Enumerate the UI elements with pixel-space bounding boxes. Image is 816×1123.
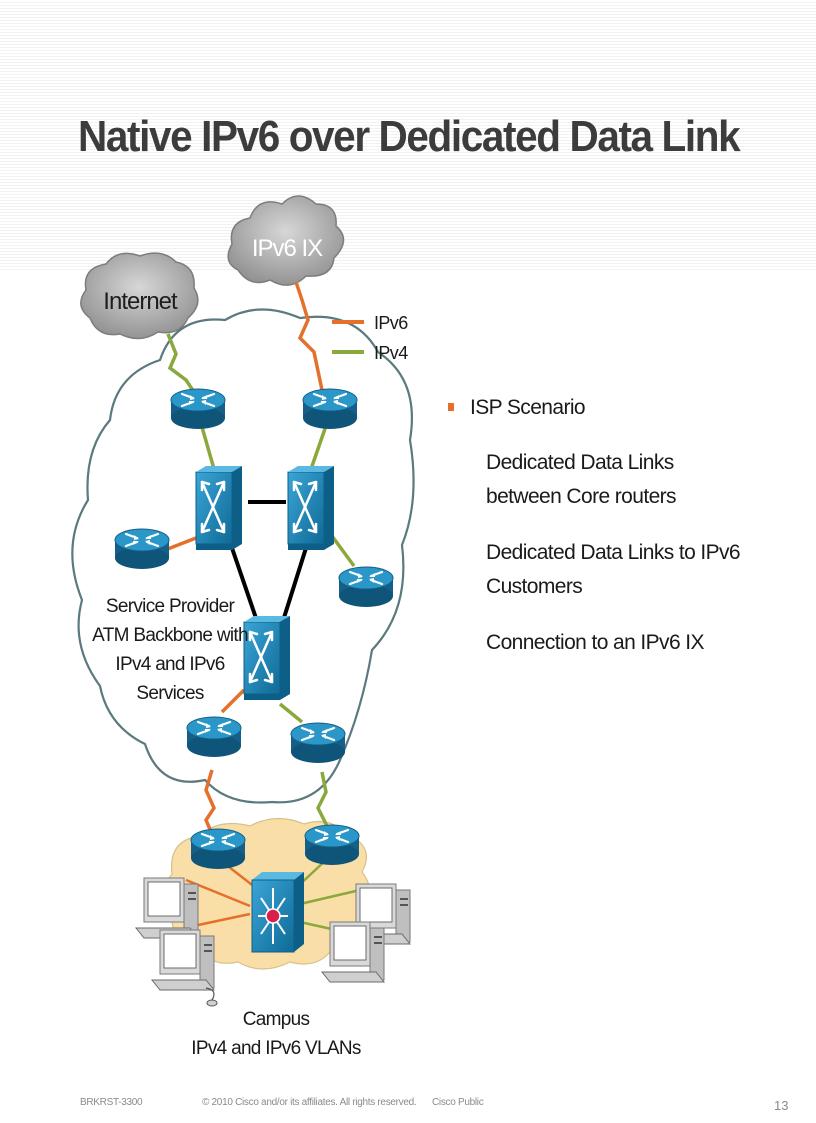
backbone-label-line-1: Service Provider bbox=[106, 596, 236, 617]
legend-label-ipv6: IPv6 bbox=[374, 313, 408, 333]
router-top-right-icon bbox=[301, 387, 359, 431]
campus-label-line-1: Campus bbox=[243, 1009, 310, 1030]
atm-switch-right-icon bbox=[286, 464, 336, 552]
atm-link-right bbox=[280, 547, 308, 625]
mouse-icon bbox=[205, 987, 215, 1001]
legend-label-ipv4: IPv4 bbox=[374, 343, 408, 363]
internet-cloud-label: Internet bbox=[103, 288, 178, 315]
bullet-main: ISP Scenario bbox=[448, 396, 808, 420]
bullet-sub-3: Connection to an IPv6 IX bbox=[486, 631, 705, 654]
page-title: Native IPv6 over Dedicated Data Link bbox=[78, 112, 741, 161]
campus-pc-1-icon bbox=[135, 877, 199, 939]
ipv6-link-bottom-left bbox=[220, 688, 246, 714]
campus-router-right-icon bbox=[303, 823, 361, 867]
link-legend: IPv6 IPv4 bbox=[332, 313, 409, 363]
atm-switch-left-icon bbox=[194, 464, 244, 552]
ipv6-link-right-router bbox=[330, 534, 356, 568]
footer-code: BRKRST-3300 bbox=[80, 1097, 143, 1108]
header-band bbox=[0, 0, 816, 270]
customer-router-left-icon bbox=[113, 527, 171, 571]
backbone-cloud bbox=[71, 308, 415, 804]
campus-link-3 bbox=[299, 888, 361, 906]
atm-switch-bottom-icon bbox=[242, 614, 292, 702]
ix-cloud bbox=[227, 195, 345, 286]
campus-router-left-icon bbox=[189, 827, 247, 871]
campus-switch-icon bbox=[251, 872, 304, 953]
bullet-list: ISP Scenario Dedicated Data Links betwee… bbox=[448, 396, 808, 682]
backbone-label-line-2: ATM Backbone with bbox=[92, 625, 248, 646]
backbone-label-line-3: IPv4 and IPv6 bbox=[115, 654, 224, 675]
router-bottom-left-icon bbox=[185, 715, 243, 759]
bullet-square-icon bbox=[448, 403, 454, 411]
atm-link-left bbox=[230, 547, 260, 625]
bullet-sub-1: Dedicated Data Links between Core router… bbox=[486, 451, 677, 508]
bullet-sub-2: Dedicated Data Links to IPv6 Customers bbox=[486, 541, 741, 598]
ipv4-link-bottom-right bbox=[278, 702, 304, 724]
ipv4-link-internet bbox=[166, 333, 196, 393]
bullet-main-text: ISP Scenario bbox=[470, 396, 586, 419]
campus-pc-2-icon bbox=[151, 929, 215, 991]
campus-label-line-2: IPv4 and IPv6 VLANs bbox=[191, 1038, 361, 1059]
campus-label: Campus IPv4 and IPv6 VLANs bbox=[191, 1009, 361, 1059]
footer-classification: Cisco Public bbox=[432, 1097, 484, 1108]
ipv6-link-campus-left bbox=[204, 769, 216, 835]
page-number: 13 bbox=[774, 1098, 789, 1113]
router-top-left-icon bbox=[169, 387, 227, 431]
ix-cloud-label: IPv6 IX bbox=[252, 235, 323, 262]
internet-cloud bbox=[80, 252, 199, 340]
ipv6-link-ix bbox=[294, 281, 324, 391]
router-bottom-right-icon bbox=[289, 721, 347, 765]
footer-copyright: © 2010 Cisco and/or its affiliates. All … bbox=[202, 1097, 417, 1108]
customer-router-right-icon bbox=[337, 565, 395, 609]
backbone-label: Service Provider ATM Backbone with IPv4 … bbox=[92, 596, 248, 704]
backbone-label-line-4: Services bbox=[136, 683, 203, 704]
campus-pc-4-icon bbox=[321, 921, 385, 983]
